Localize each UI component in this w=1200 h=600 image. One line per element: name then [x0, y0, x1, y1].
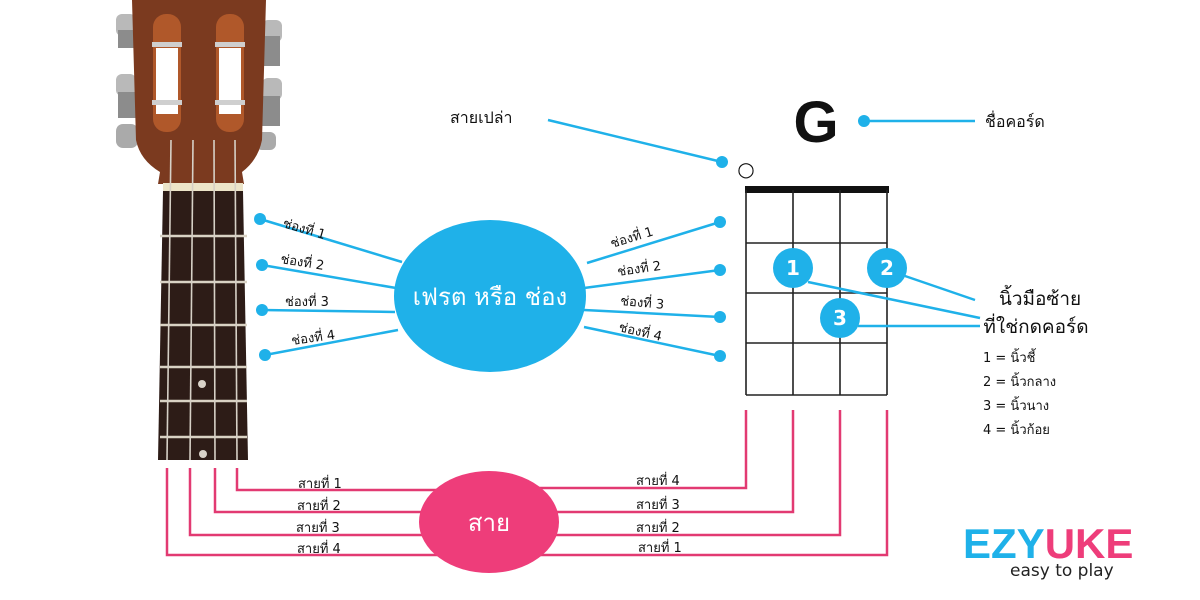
fret-connector-line	[261, 308, 396, 314]
finger-legend-item: 4 = นิ้วก้อย	[983, 420, 1050, 438]
string-connector-line	[510, 410, 795, 514]
fret-connectors-right	[583, 216, 726, 362]
fret-label: ช่องที่ 1	[281, 215, 328, 243]
logo-part-uke: UKE	[1045, 520, 1134, 567]
tuning-pegs-left	[116, 14, 138, 148]
open-string-marker: ○	[737, 157, 754, 181]
finger-legend-item: 2 = นิ้วกลาง	[983, 372, 1056, 390]
connector-dot	[714, 264, 726, 276]
connector-dot	[714, 311, 726, 323]
ezyuke-logo: EZYUKE easy to play	[963, 520, 1133, 581]
string-connector-line	[510, 410, 889, 557]
string-bubble	[419, 471, 559, 573]
finger-number: 2	[880, 256, 894, 280]
neck-string	[213, 139, 216, 461]
open-string-connector	[547, 118, 723, 164]
string-label: สายที่ 1	[638, 539, 682, 556]
string-connector-line	[188, 468, 470, 537]
string-label: สายที่ 2	[636, 519, 680, 536]
nut	[163, 183, 243, 191]
string-connector-line	[510, 410, 748, 490]
open-string-label: สายเปล่า	[450, 108, 513, 127]
string-connector-line	[165, 468, 470, 557]
neck-string	[166, 139, 172, 461]
string-labels-right: สายที่ 4 สายที่ 3 สายที่ 2 สายที่ 1	[636, 472, 682, 556]
svg-text:EZYUKE: EZYUKE	[963, 520, 1133, 567]
headstock	[132, 0, 266, 184]
fret-label: ช่องที่ 1	[608, 223, 655, 252]
fret-connectors-left	[254, 213, 403, 361]
string-label: สายที่ 2	[297, 497, 341, 514]
string-connector-line	[213, 468, 470, 514]
fret-connector-line	[261, 263, 397, 290]
fret-label: ช่องที่ 3	[285, 293, 329, 310]
logo-part-ezy: EZY	[963, 520, 1045, 567]
neck-strings	[166, 139, 238, 461]
logo-tagline: easy to play	[1010, 561, 1114, 581]
neck-string	[234, 139, 238, 461]
finger-connectors	[807, 274, 981, 328]
string-connectors	[165, 410, 889, 557]
fret-bubble	[394, 220, 586, 372]
finger-number: 3	[833, 306, 847, 330]
string-bubble-label: สาย	[468, 509, 510, 537]
connector-dot	[716, 156, 728, 168]
connector-dot	[256, 304, 268, 316]
finger-dot	[820, 298, 860, 338]
chord-grid	[745, 186, 889, 396]
string-labels-left: สายที่ 1 สายที่ 2 สายที่ 3 สายที่ 4	[296, 475, 342, 557]
fret-label: ช่องที่ 3	[620, 292, 665, 313]
connector-dot	[254, 213, 266, 225]
fret-connector-line	[583, 308, 721, 319]
chord-name-label: ชื่อคอร์ด	[985, 110, 1045, 131]
tuning-pegs-right	[256, 20, 282, 150]
chord-grid-nut	[745, 186, 889, 193]
finger-dot	[867, 248, 907, 288]
fret-connector-line	[583, 268, 721, 290]
chord-name: G	[793, 90, 838, 155]
connector-dot	[256, 259, 268, 271]
finger-legend: 1 = นิ้วชี้ 2 = นิ้วกลาง 3 = นิ้วนาง 4 =…	[983, 348, 1056, 438]
fret-connector-line	[264, 328, 399, 357]
finger-title-line2: ที่ใช่กดคอร์ด	[983, 313, 1088, 338]
finger-legend-item: 3 = นิ้วนาง	[983, 396, 1049, 414]
fret-connector-line	[586, 220, 721, 265]
fret-marker-dot	[198, 380, 206, 388]
fret-connector-line	[583, 325, 721, 358]
string-label: สายที่ 3	[636, 496, 680, 513]
finger-legend-item: 1 = นิ้วชี้	[983, 348, 1037, 366]
neck-string	[189, 139, 194, 461]
string-label: สายที่ 3	[296, 519, 340, 536]
connector-dot	[714, 350, 726, 362]
string-connector-line	[235, 468, 470, 492]
connector-dot	[714, 216, 726, 228]
fret-connector-line	[259, 217, 403, 264]
fret-bubble-label: เฟรต หรือ ช่อง	[413, 283, 567, 311]
fret-label: ช่องที่ 4	[617, 318, 664, 344]
fret-label: ช่องที่ 4	[290, 326, 336, 349]
fret-labels-left: ช่องที่ 1 ช่องที่ 2 ช่องที่ 3 ช่องที่ 4	[279, 215, 336, 349]
fret-marker-dot	[199, 450, 207, 458]
string-connector-line	[510, 410, 842, 537]
string-label: สายที่ 1	[298, 475, 342, 492]
finger-number: 1	[786, 256, 800, 280]
ukulele-neck-photo	[116, 0, 282, 461]
finger-title-line1: นิ้วมือซ้าย	[999, 285, 1081, 310]
finger-dots: 1 2 3	[773, 248, 907, 338]
string-label: สายที่ 4	[636, 472, 680, 489]
finger-dot	[773, 248, 813, 288]
string-label: สายที่ 4	[297, 540, 341, 557]
fret-lines	[160, 234, 247, 439]
connector-dot	[259, 349, 271, 361]
fret-label: ช่องที่ 2	[616, 257, 662, 280]
